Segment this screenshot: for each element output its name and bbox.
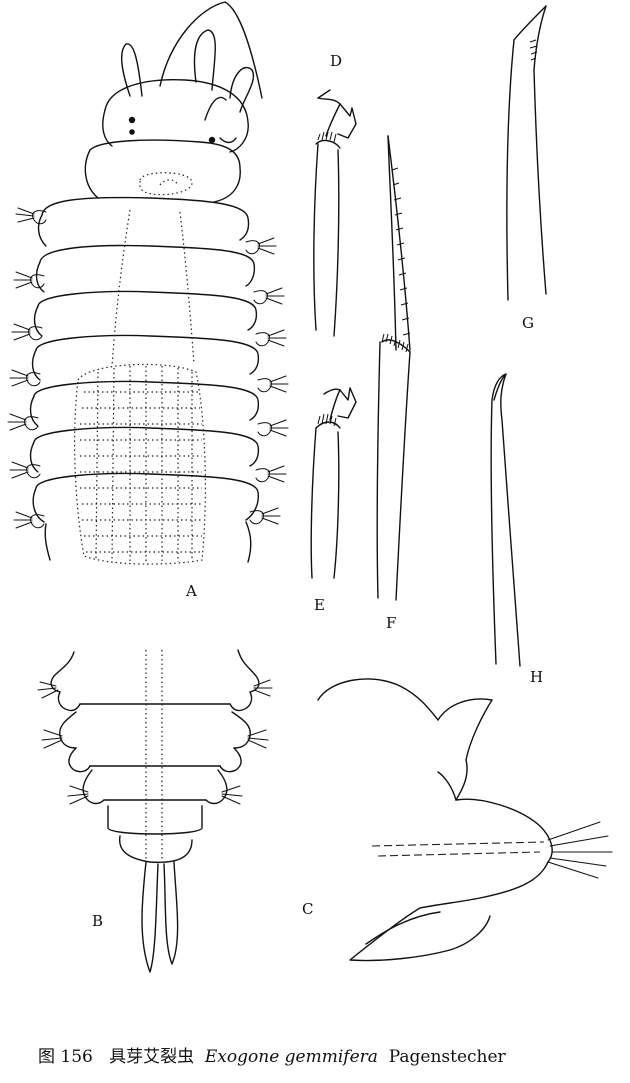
figure-plate: A B C D E F G H	[7, 1, 613, 973]
panel-label-b: B	[92, 912, 104, 930]
figure-number: 图 156	[38, 1047, 93, 1067]
panel-a-drawing	[7, 1, 289, 565]
panel-h-drawing	[490, 373, 521, 667]
panel-label-c: C	[302, 900, 314, 918]
figure-caption: 图 156 具芽艾裂虫 Exogone gemmifera Pagenstech…	[38, 1042, 506, 1067]
panel-label-g: G	[522, 314, 534, 332]
panel-c-drawing	[317, 678, 613, 962]
panel-b-drawing	[37, 649, 273, 973]
panel-e-drawing	[310, 387, 357, 579]
species-latin-name: Exogone gemmifera	[204, 1047, 378, 1067]
line-drawing	[7, 1, 613, 973]
species-chinese-name: 具芽艾裂虫	[109, 1047, 195, 1067]
panel-d-drawing	[313, 89, 357, 337]
panel-label-f: F	[386, 614, 397, 632]
panel-label-d: D	[330, 52, 343, 70]
panel-label-e: E	[314, 596, 325, 614]
panel-g-drawing	[506, 5, 547, 301]
panel-label-a: A	[186, 582, 197, 600]
species-authority: Pagenstecher	[388, 1047, 506, 1067]
panel-f-drawing	[376, 135, 411, 601]
panel-label-h: H	[530, 668, 544, 686]
